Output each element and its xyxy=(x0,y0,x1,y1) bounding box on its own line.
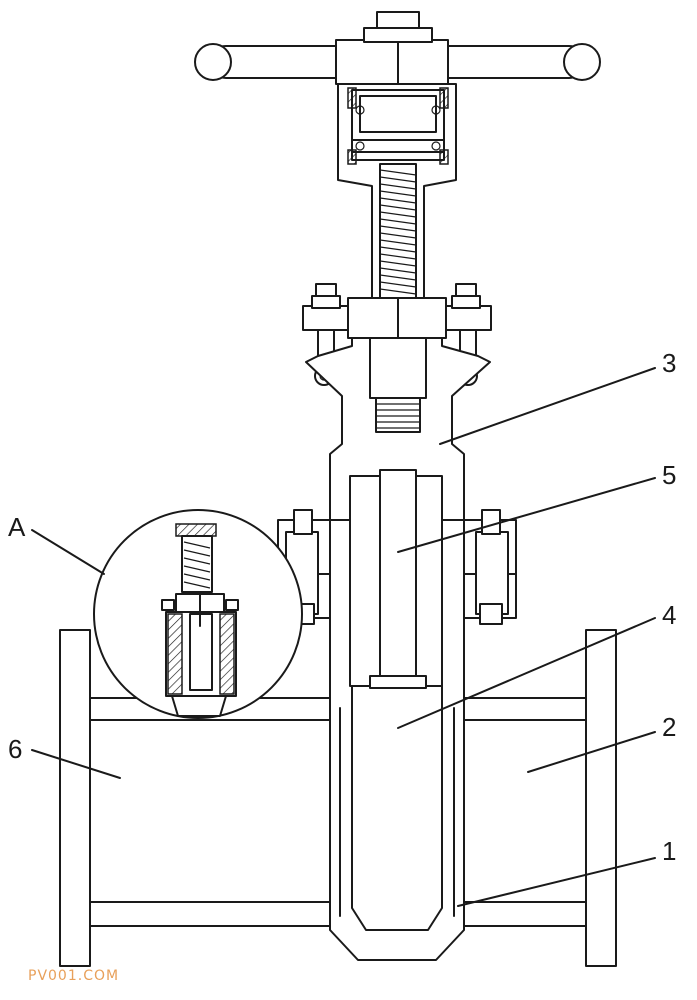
watermark: PV001.COM xyxy=(28,968,120,984)
detail-circle-a xyxy=(93,509,303,719)
bonnet xyxy=(305,337,491,521)
label-detail-a: A xyxy=(8,512,26,542)
leader-lines xyxy=(31,367,656,907)
label-part-3: 3 xyxy=(662,348,677,378)
label-part-1: 1 xyxy=(662,836,677,866)
label-part-5: 5 xyxy=(662,460,677,490)
gate-wedge xyxy=(351,675,443,931)
handwheel xyxy=(194,11,601,85)
label-part-6: 6 xyxy=(8,734,23,764)
yoke-nut-assembly xyxy=(302,283,492,386)
pipe-run xyxy=(59,629,617,967)
label-part-4: 4 xyxy=(662,600,677,630)
threaded-stem xyxy=(379,163,417,301)
label-part-2: 2 xyxy=(662,712,677,742)
